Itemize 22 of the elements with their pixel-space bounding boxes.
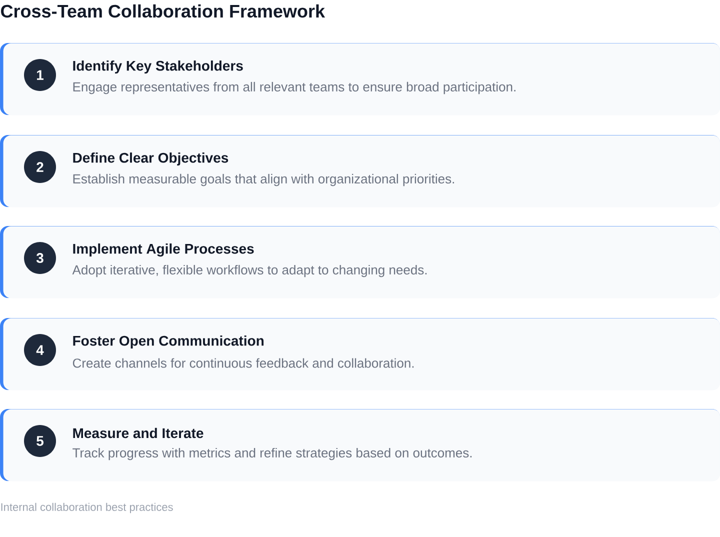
step-description: Adopt iterative, flexible workflows to adapt to changing needs. [72, 264, 427, 278]
title: Cross-Team Collaboration Framework [1, 4, 326, 18]
step-card [0, 226, 720, 298]
number-badge: 1 [24, 59, 56, 91]
step-card [0, 318, 720, 390]
step-description: Track progress with metrics and refine strategies based on outcomes. [72, 448, 472, 460]
step-card [0, 135, 720, 208]
step-description: Engage representatives from all relevant teams to ensure broad participation. [73, 82, 516, 94]
number-badge: 5 [24, 425, 56, 457]
number-badge: 4 [24, 334, 56, 366]
step-title: Identify Key Stakeholders [73, 60, 243, 74]
step-description: Create channels for continuous feedback and collaboration. [72, 358, 414, 368]
step-title: Implement Agile Processes [73, 243, 254, 257]
step-description: Establish measurable goals that align with organizational priorities. [73, 174, 454, 186]
step-card [0, 43, 720, 116]
number-badge: 3 [24, 242, 56, 274]
step-title: Foster Open Communication [73, 335, 264, 349]
caption: Internal collaboration best practices [1, 502, 173, 514]
step-title: Define Clear Objectives [73, 152, 228, 166]
number-badge: 2 [24, 151, 56, 183]
step-card [0, 409, 720, 482]
step-title: Measure and Iterate [73, 428, 204, 438]
